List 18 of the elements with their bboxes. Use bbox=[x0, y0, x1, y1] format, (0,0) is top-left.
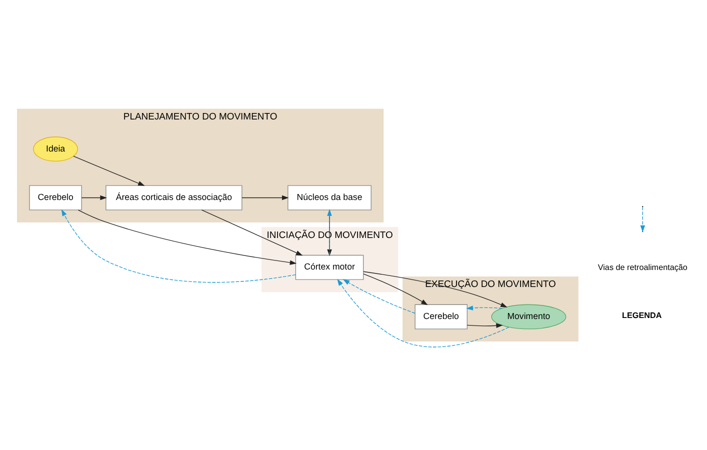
arrow bbox=[73, 155, 145, 186]
arrow bbox=[337, 278, 510, 347]
arrow bbox=[61, 208, 296, 282]
node-box: Áreas corticais de associação bbox=[106, 184, 242, 210]
node-box: Cerebelo bbox=[29, 184, 82, 210]
arrow bbox=[363, 273, 428, 305]
node-box: Núcleos da base bbox=[288, 184, 372, 210]
node-ellipse: Ideia bbox=[33, 136, 78, 162]
arrow bbox=[201, 209, 303, 256]
arrow bbox=[363, 270, 508, 307]
node-box: Córtex motor bbox=[295, 254, 364, 280]
arrow bbox=[466, 322, 503, 328]
arrow bbox=[78, 209, 297, 264]
arrow bbox=[242, 194, 289, 200]
arrow bbox=[466, 305, 502, 310]
node-box: Cerebelo bbox=[414, 304, 468, 329]
arrow bbox=[81, 194, 107, 200]
arrow bbox=[342, 278, 416, 314]
